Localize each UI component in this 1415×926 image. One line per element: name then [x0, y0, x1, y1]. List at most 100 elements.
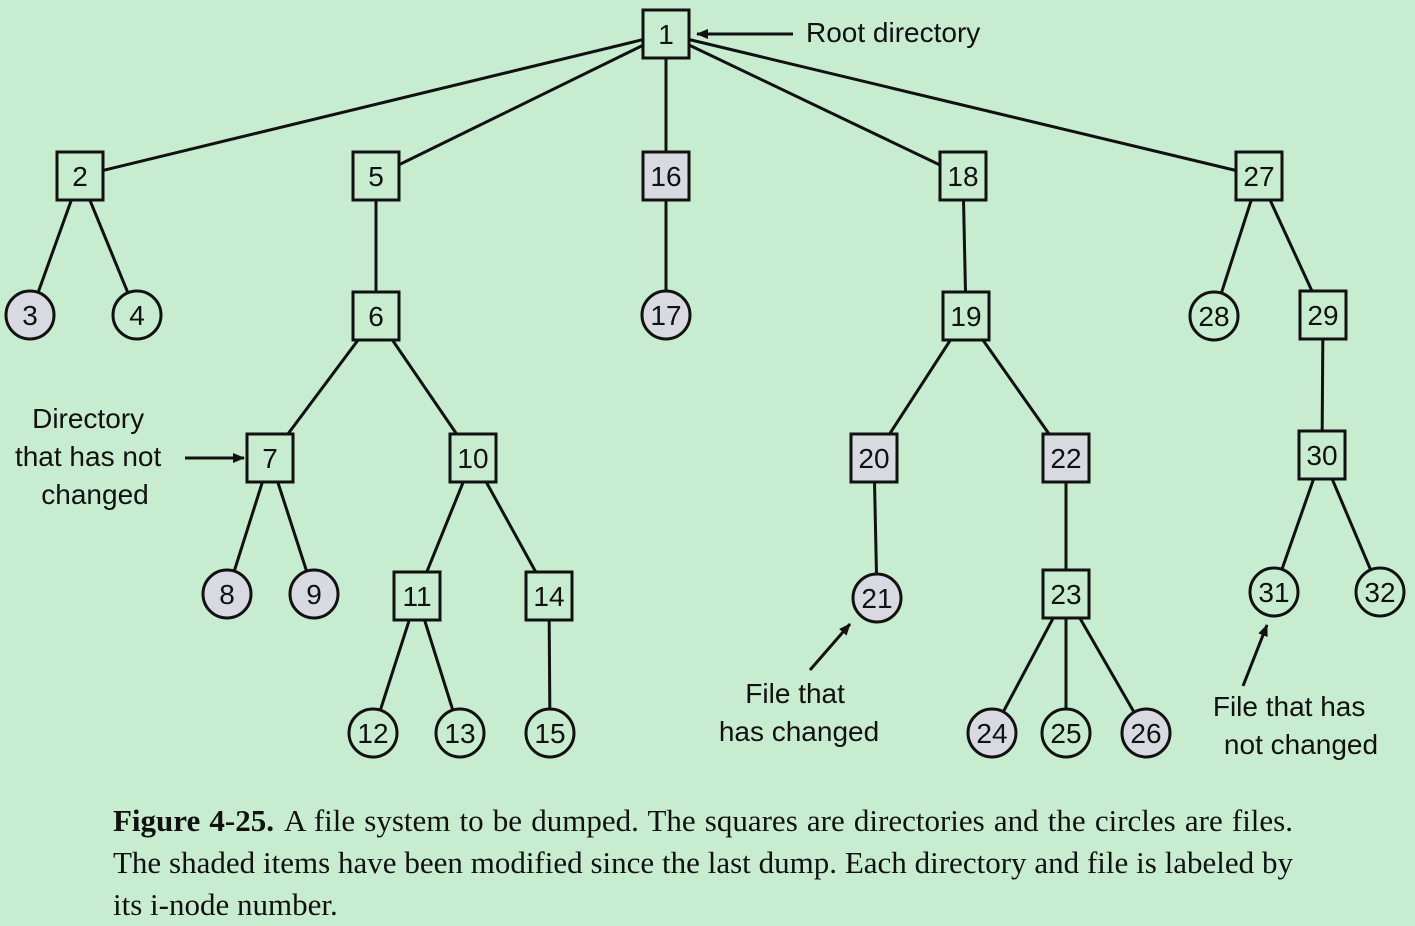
directory-square	[641, 150, 691, 202]
file-node-24: 24	[966, 707, 1018, 759]
directory-square	[245, 432, 295, 484]
node-label: 17	[650, 300, 681, 331]
directory-node-6: 6	[351, 290, 401, 342]
file-node-31: 31	[1248, 566, 1300, 618]
root-directory-label: Root directory	[806, 17, 980, 48]
node-label: 25	[1050, 718, 1081, 749]
file-circle	[201, 568, 253, 620]
file-not-changed-line-1: File that has	[1213, 691, 1366, 722]
directory-square	[938, 150, 988, 202]
dir-not-changed-line-1: Directory	[32, 403, 144, 434]
node-label: 3	[22, 300, 38, 331]
file-node-25: 25	[1040, 707, 1092, 759]
directory-node-27: 27	[1234, 150, 1284, 202]
file-node-12: 12	[347, 707, 399, 759]
directory-square	[849, 432, 899, 484]
file-node-32: 32	[1354, 566, 1406, 618]
file-circle	[640, 289, 692, 341]
directory-node-10: 10	[448, 432, 498, 484]
edges	[28, 32, 1382, 734]
node-label: 16	[650, 161, 681, 192]
directory-square	[448, 432, 498, 484]
node-label: 12	[357, 718, 388, 749]
directory-node-30: 30	[1297, 429, 1347, 481]
file-node-21: 21	[851, 572, 903, 624]
node-label: 8	[219, 579, 235, 610]
node-label: 31	[1258, 577, 1289, 608]
directory-node-16: 16	[641, 150, 691, 202]
dir-not-changed-line-3: changed	[41, 479, 148, 510]
directory-node-14: 14	[524, 570, 574, 622]
node-label: 21	[861, 583, 892, 614]
directory-square	[392, 570, 442, 622]
node-label: 19	[950, 301, 981, 332]
directory-square	[351, 150, 401, 202]
edge-1-2	[79, 32, 667, 178]
directory-node-5: 5	[351, 150, 401, 202]
node-label: 18	[947, 161, 978, 192]
file-node-3: 3	[4, 289, 56, 341]
node-label: 11	[402, 581, 431, 612]
file-node-4: 4	[111, 289, 163, 341]
file-changed-label: File that has changed	[719, 678, 879, 747]
file-circle	[347, 707, 399, 759]
directory-square	[641, 8, 691, 60]
file-circle	[524, 707, 576, 759]
file-circle	[851, 572, 903, 624]
node-label: 30	[1306, 440, 1337, 471]
directory-square	[1041, 432, 1091, 484]
node-label: 32	[1364, 577, 1395, 608]
directory-node-18: 18	[938, 150, 988, 202]
directory-node-1: 1	[641, 8, 691, 60]
file-node-9: 9	[288, 568, 340, 620]
edge-1-5	[375, 32, 667, 178]
node-label: 23	[1050, 579, 1081, 610]
node-label: 14	[533, 581, 564, 612]
figure-caption: Figure 4-25.A file system to be dumped. …	[113, 800, 1293, 926]
dir-not-changed-line-2: that has not	[15, 441, 162, 472]
file-not-changed-line-2: not changed	[1224, 729, 1378, 760]
file-node-28: 28	[1188, 290, 1240, 342]
file-not-changed-arrow	[1241, 624, 1269, 687]
file-circle	[434, 707, 486, 759]
directory-node-2: 2	[55, 150, 105, 202]
node-label: 5	[368, 161, 384, 192]
node-label: 1	[658, 19, 674, 50]
node-label: 29	[1307, 300, 1338, 331]
file-circle	[1248, 566, 1300, 618]
file-changed-line-1: File that	[745, 678, 845, 709]
node-label: 4	[129, 300, 145, 331]
directory-square	[351, 290, 401, 342]
file-not-changed-label: File that has not changed	[1213, 691, 1378, 760]
caption-label: Figure 4-25.	[113, 803, 274, 838]
file-node-8: 8	[201, 568, 253, 620]
edge-1-27	[665, 32, 1260, 178]
directory-square	[55, 150, 105, 202]
directory-node-29: 29	[1298, 289, 1348, 341]
file-node-15: 15	[524, 707, 576, 759]
directory-node-19: 19	[941, 290, 991, 342]
file-circle	[1354, 566, 1406, 618]
file-circle	[1188, 290, 1240, 342]
node-label: 6	[368, 301, 384, 332]
node-label: 20	[858, 443, 889, 474]
directory-square	[1234, 150, 1284, 202]
directory-square	[1041, 568, 1091, 620]
file-circle	[288, 568, 340, 620]
node-label: 15	[534, 718, 565, 749]
directory-node-20: 20	[849, 432, 899, 484]
directory-square	[524, 570, 574, 622]
edge-1-18	[665, 32, 964, 178]
dir-not-changed-label: Directory that has not changed	[15, 403, 169, 510]
directory-square	[1297, 429, 1347, 481]
node-label: 2	[72, 161, 88, 192]
file-circle	[4, 289, 56, 341]
node-label: 24	[976, 718, 1007, 749]
file-circle	[1040, 707, 1092, 759]
node-label: 22	[1050, 443, 1081, 474]
directory-square	[941, 290, 991, 342]
directory-node-23: 23	[1041, 568, 1091, 620]
directory-node-11: 11	[392, 570, 442, 622]
